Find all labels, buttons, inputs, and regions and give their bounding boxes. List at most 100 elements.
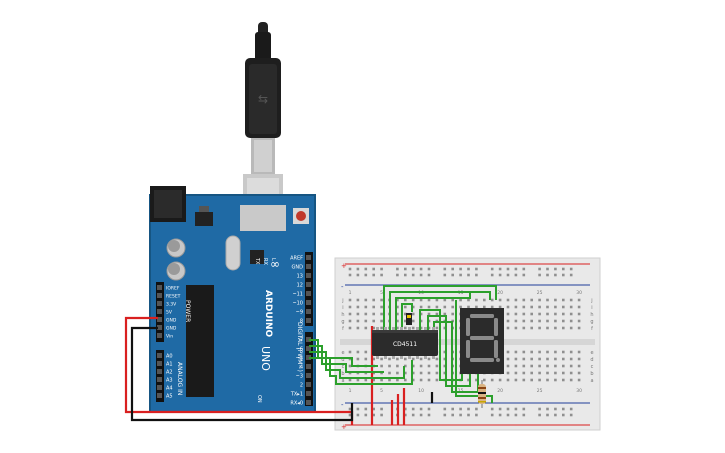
rail-hole[interactable] — [372, 267, 375, 271]
rail-hole[interactable] — [348, 407, 352, 411]
rail-hole[interactable] — [372, 407, 375, 411]
breadboard-hole[interactable] — [467, 305, 470, 309]
rail-hole[interactable] — [411, 413, 415, 417]
breadboard-hole[interactable] — [554, 326, 557, 330]
breadboard-hole[interactable] — [554, 319, 557, 323]
breadboard-hole[interactable] — [356, 312, 360, 316]
breadboard-hole[interactable] — [356, 350, 360, 354]
breadboard-hole[interactable] — [419, 378, 423, 382]
breadboard-hole[interactable] — [348, 312, 352, 316]
breadboard-hole[interactable] — [364, 305, 368, 309]
rail-hole[interactable] — [419, 413, 423, 417]
breadboard-hole[interactable] — [419, 364, 423, 368]
breadboard-hole[interactable] — [522, 364, 526, 368]
breadboard-hole[interactable] — [380, 312, 383, 316]
rail-hole[interactable] — [459, 267, 462, 271]
breadboard-hole[interactable] — [404, 312, 407, 316]
breadboard-hole[interactable] — [514, 357, 518, 361]
breadboard-hole[interactable] — [554, 378, 557, 382]
rail-hole[interactable] — [490, 273, 494, 277]
breadboard-hole[interactable] — [467, 378, 470, 382]
breadboard-hole[interactable] — [404, 378, 407, 382]
breadboard-hole[interactable] — [396, 371, 399, 375]
breadboard-hole[interactable] — [530, 305, 533, 309]
breadboard-hole[interactable] — [427, 378, 431, 382]
rail-hole[interactable] — [569, 413, 573, 417]
rail-hole[interactable] — [451, 413, 454, 417]
rail-hole[interactable] — [451, 407, 454, 411]
rail-hole[interactable] — [411, 273, 415, 277]
breadboard-hole[interactable] — [396, 319, 399, 323]
breadboard-hole[interactable] — [435, 378, 439, 382]
breadboard-hole[interactable] — [443, 305, 447, 309]
breadboard-hole[interactable] — [506, 326, 510, 330]
rail-hole[interactable] — [459, 413, 462, 417]
breadboard-hole[interactable] — [411, 305, 415, 309]
breadboard-hole[interactable] — [506, 364, 510, 368]
breadboard-hole[interactable] — [396, 305, 399, 309]
breadboard-hole[interactable] — [562, 378, 565, 382]
breadboard-hole[interactable] — [435, 371, 439, 375]
rail-hole[interactable] — [443, 413, 447, 417]
breadboard-hole[interactable] — [396, 364, 399, 368]
breadboard-hole[interactable] — [490, 378, 494, 382]
rail-hole[interactable] — [427, 413, 431, 417]
breadboard-hole[interactable] — [562, 371, 565, 375]
breadboard-hole[interactable] — [522, 305, 526, 309]
breadboard-hole[interactable] — [530, 312, 533, 316]
breadboard-hole[interactable] — [419, 326, 423, 330]
rail-hole[interactable] — [554, 413, 557, 417]
breadboard-hole[interactable] — [546, 350, 549, 354]
breadboard-hole[interactable] — [372, 298, 375, 302]
rail-hole[interactable] — [467, 407, 470, 411]
breadboard-hole[interactable] — [467, 298, 470, 302]
breadboard-hole[interactable] — [427, 371, 431, 375]
breadboard-hole[interactable] — [435, 305, 439, 309]
breadboard-hole[interactable] — [411, 319, 415, 323]
breadboard-hole[interactable] — [348, 319, 352, 323]
breadboard-hole[interactable] — [546, 378, 549, 382]
breadboard-hole[interactable] — [530, 378, 533, 382]
breadboard-hole[interactable] — [577, 326, 581, 330]
breadboard-hole[interactable] — [372, 378, 375, 382]
breadboard-hole[interactable] — [419, 319, 423, 323]
breadboard-hole[interactable] — [514, 378, 518, 382]
breadboard-hole[interactable] — [577, 319, 581, 323]
rail-hole[interactable] — [538, 407, 541, 411]
breadboard-hole[interactable] — [443, 371, 447, 375]
rail-hole[interactable] — [427, 273, 431, 277]
breadboard-hole[interactable] — [364, 319, 368, 323]
rail-hole[interactable] — [443, 407, 447, 411]
rail-hole[interactable] — [569, 273, 573, 277]
breadboard-hole[interactable] — [427, 305, 431, 309]
breadboard-hole[interactable] — [538, 357, 541, 361]
breadboard-hole[interactable] — [569, 357, 573, 361]
breadboard-hole[interactable] — [498, 305, 502, 309]
breadboard-hole[interactable] — [577, 378, 581, 382]
breadboard-hole[interactable] — [348, 305, 352, 309]
breadboard-hole[interactable] — [388, 364, 391, 368]
breadboard-hole[interactable] — [380, 364, 383, 368]
rail-hole[interactable] — [506, 413, 510, 417]
breadboard-hole[interactable] — [443, 312, 447, 316]
breadboard-hole[interactable] — [554, 312, 557, 316]
breadboard-hole[interactable] — [522, 378, 526, 382]
rail-hole[interactable] — [364, 267, 368, 271]
breadboard-hole[interactable] — [443, 364, 447, 368]
breadboard-hole[interactable] — [435, 326, 439, 330]
rail-hole[interactable] — [348, 413, 352, 417]
rail-hole[interactable] — [546, 267, 549, 271]
breadboard-hole[interactable] — [554, 357, 557, 361]
breadboard-hole[interactable] — [372, 305, 375, 309]
rail-hole[interactable] — [498, 273, 502, 277]
breadboard-hole[interactable] — [427, 357, 431, 361]
breadboard-hole[interactable] — [372, 357, 375, 361]
breadboard-hole[interactable] — [522, 357, 526, 361]
breadboard-hole[interactable] — [514, 371, 518, 375]
rail-hole[interactable] — [372, 413, 375, 417]
breadboard-hole[interactable] — [546, 364, 549, 368]
breadboard-hole[interactable] — [396, 357, 399, 361]
rail-hole[interactable] — [396, 267, 399, 271]
rail-hole[interactable] — [427, 267, 431, 271]
breadboard-hole[interactable] — [443, 350, 447, 354]
